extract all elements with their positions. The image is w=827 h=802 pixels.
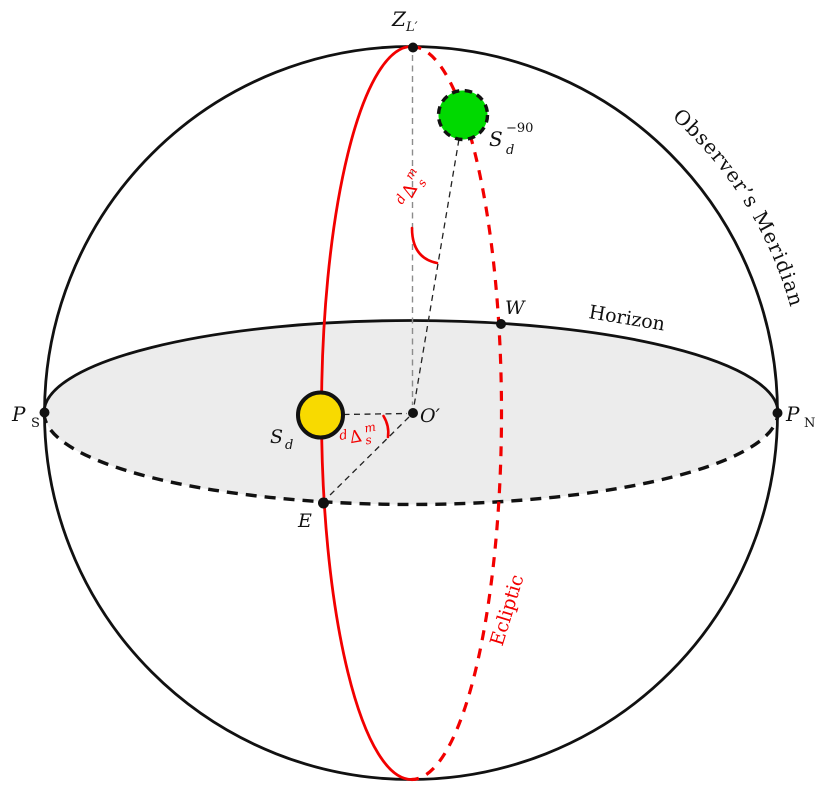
north-pole-dot bbox=[772, 408, 783, 418]
east-dot bbox=[318, 497, 329, 509]
observers-meridian-textpath: Observer’s Meridian bbox=[668, 104, 808, 310]
north-pole-label-sub: N bbox=[804, 416, 815, 431]
mirror-sun-origin-line bbox=[413, 139, 460, 407]
upper-angle-arc bbox=[410, 226, 439, 265]
mirror-sun-label-sup: −90 bbox=[506, 121, 533, 136]
sun-origin-line bbox=[343, 412, 408, 416]
sun-label-main: S bbox=[270, 426, 283, 448]
origin-label: O′ bbox=[420, 405, 441, 427]
origin-east-line bbox=[323, 416, 410, 502]
mirror-sun-label-main: S bbox=[489, 127, 503, 151]
zenith-label: Z L′ bbox=[391, 7, 418, 35]
lower-angle-arc bbox=[382, 414, 390, 439]
upper-angle-label-sub: s bbox=[414, 177, 429, 189]
lower-angle-label-sub: s bbox=[364, 433, 373, 448]
zenith-dot bbox=[408, 42, 418, 53]
east-label: E bbox=[297, 510, 312, 532]
south-pole-label: P S bbox=[11, 402, 40, 431]
mirror-sun-marker bbox=[436, 88, 490, 142]
horizon-label: Horizon bbox=[587, 301, 666, 335]
lower-angle-label-sup: m bbox=[363, 420, 377, 436]
west-dot bbox=[496, 319, 506, 329]
south-pole-label-main: P bbox=[11, 402, 26, 426]
sun-label-sub: d bbox=[285, 438, 293, 453]
mirror-sun-label-sub: d bbox=[506, 143, 514, 158]
sun-label: S d bbox=[270, 426, 293, 453]
west-label: W bbox=[505, 297, 526, 319]
horizon-front-arc bbox=[42, 319, 780, 413]
zenith-label-sub: L′ bbox=[405, 20, 418, 35]
lower-angle-label: d ∆ m s bbox=[338, 420, 377, 448]
north-pole-label: P N bbox=[785, 402, 815, 431]
south-pole-dot bbox=[39, 407, 50, 418]
south-pole-label-sub: S bbox=[31, 416, 40, 431]
lower-angle-label-delta: ∆ bbox=[348, 426, 363, 448]
north-pole-label-main: P bbox=[785, 402, 800, 426]
observers-meridian-label: Observer’s Meridian bbox=[668, 104, 809, 310]
origin-dot bbox=[408, 408, 418, 418]
mirror-sun-label: S −90 d bbox=[489, 121, 533, 158]
horizon-back-arc bbox=[42, 412, 780, 507]
lower-angle-label-pre: d bbox=[338, 428, 349, 444]
upper-angle-label: d ∆ m s bbox=[393, 165, 430, 207]
sun-marker bbox=[296, 390, 345, 440]
zenith-label-main: Z bbox=[391, 7, 407, 31]
